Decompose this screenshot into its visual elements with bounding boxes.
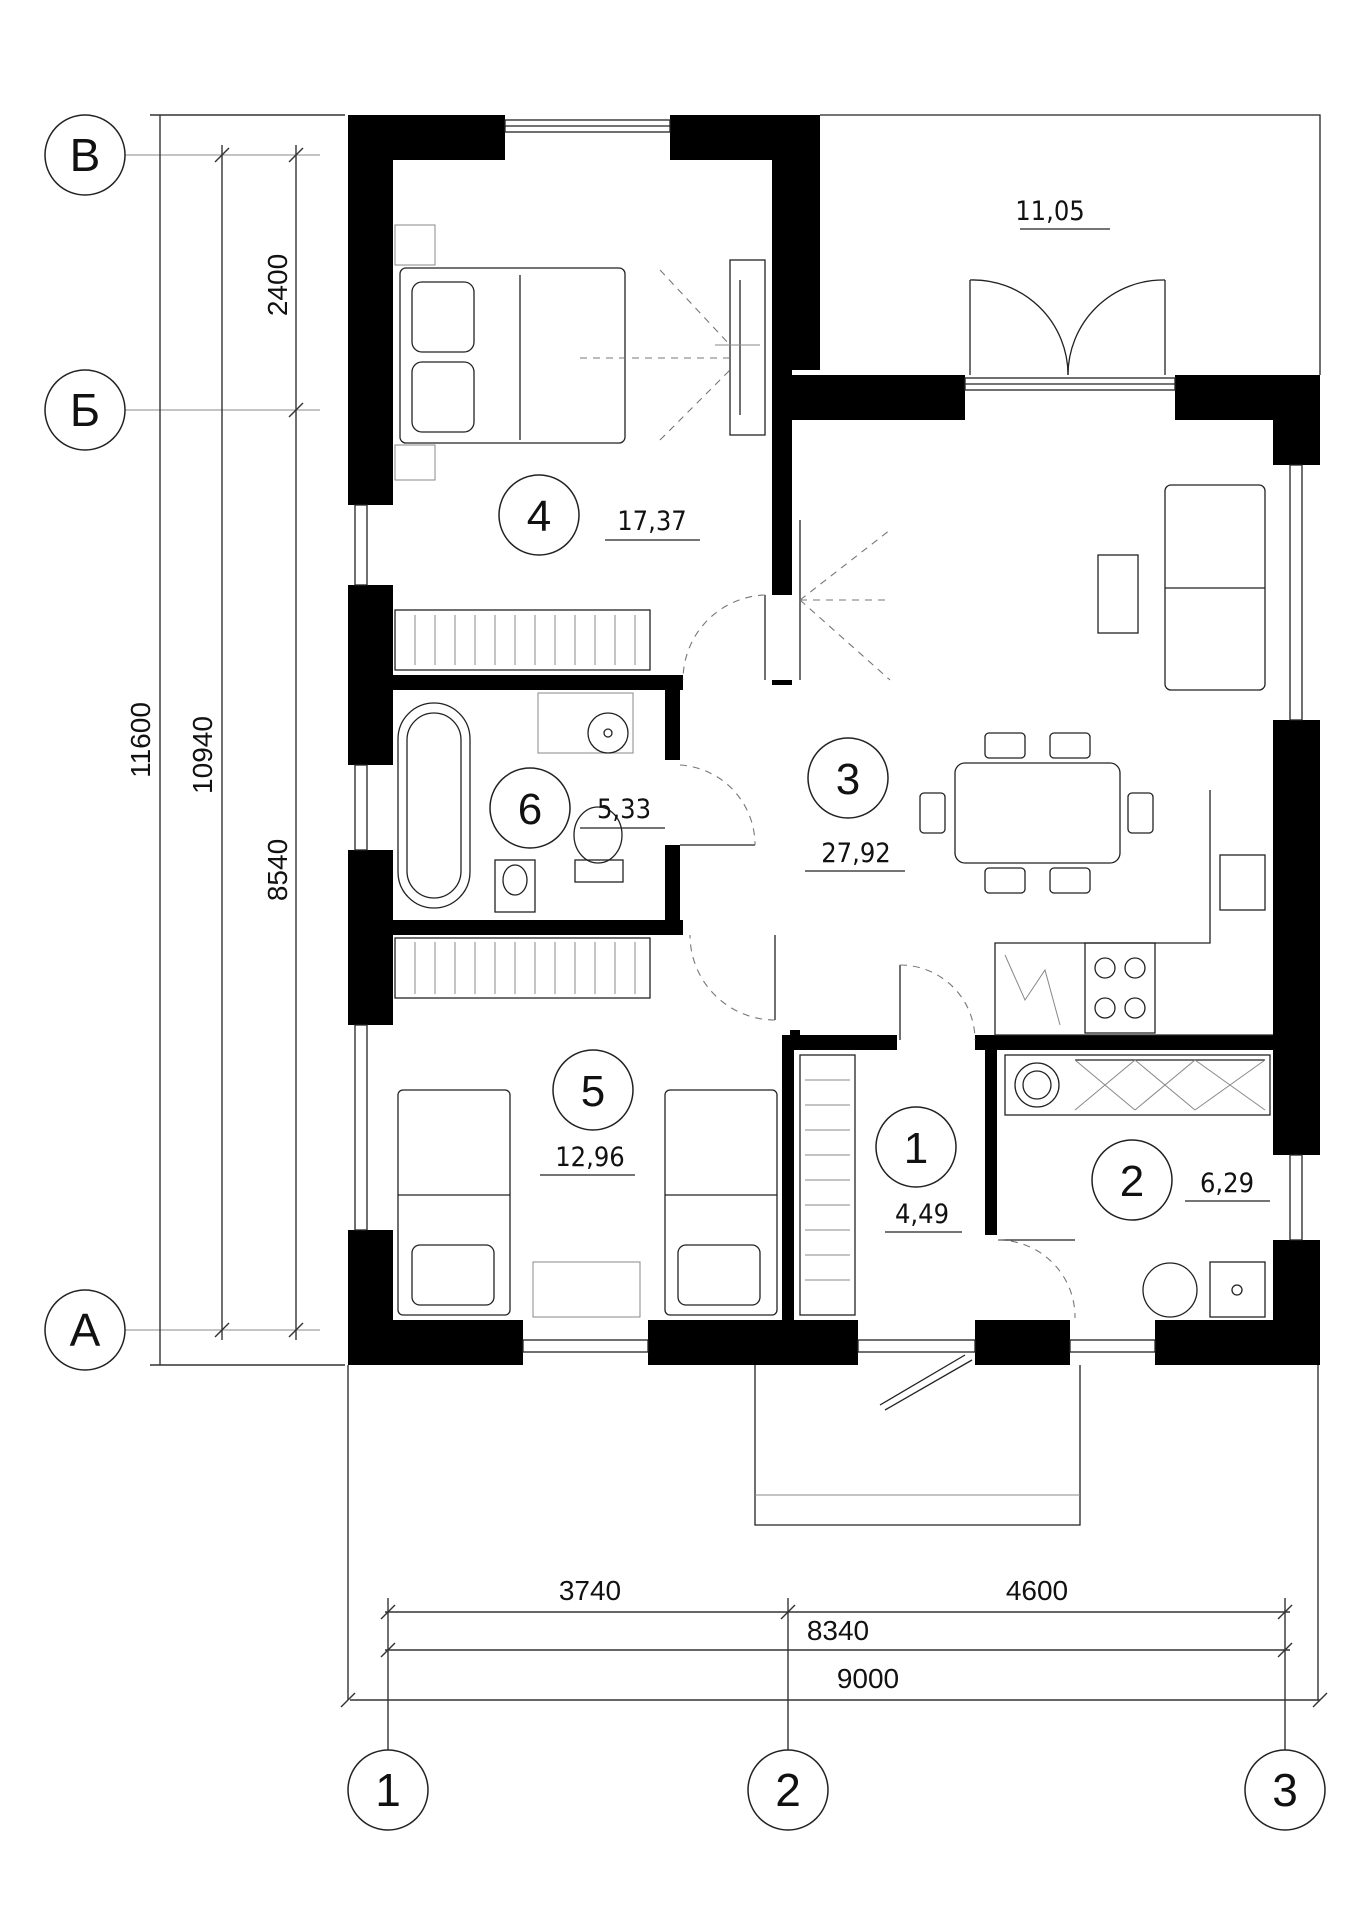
axis-marker-b (44, 369, 126, 451)
walls (348, 115, 1320, 1365)
room-5-marker (552, 1049, 634, 1131)
wardrobe-lines-4 (414, 615, 636, 665)
column-axes: 1 2 3 (347, 1749, 1326, 1831)
horizontal-dimensions: 3740 4600 8340 9000 (340, 1575, 1328, 1750)
room-3-area: 27,92 (821, 838, 891, 869)
dimension-4600: 4600 (1006, 1575, 1068, 1606)
windows (354, 119, 1303, 1353)
furniture (394, 224, 1273, 1318)
dimension-8540: 8540 (262, 839, 293, 901)
axis-label-a: А (70, 1304, 101, 1356)
room-1-area: 4,49 (895, 1199, 949, 1230)
axis-label-v: В (70, 129, 101, 181)
axis-marker-3 (1244, 1749, 1326, 1831)
room-3-marker (807, 737, 889, 819)
room-6-number: 6 (518, 785, 542, 834)
room-6-area: 5,33 (597, 794, 651, 825)
axis-label-3: 3 (1272, 1764, 1298, 1816)
dimension-3740: 3740 (559, 1575, 621, 1606)
dimension-8340: 8340 (807, 1615, 869, 1646)
row-axes: В Б А (44, 114, 320, 1371)
axis-marker-1 (347, 1749, 429, 1831)
room-1-marker (875, 1106, 957, 1188)
dimension-9000: 9000 (837, 1663, 899, 1694)
axis-label-1: 1 (375, 1764, 401, 1816)
room-6-marker (489, 767, 571, 849)
axis-marker-v (44, 114, 126, 196)
axis-marker-a (44, 1289, 126, 1371)
dimension-10940: 10940 (187, 716, 218, 794)
dimension-2400: 2400 (262, 254, 293, 316)
room-labels: 4 17,37 11,05 6 5,33 3 27,92 5 12,96 1 4… (489, 196, 1270, 1233)
room-3-number: 3 (836, 755, 860, 804)
terrace-area: 11,05 (1015, 196, 1085, 227)
dimension-11600: 11600 (125, 702, 156, 778)
vertical-dimensions: 11600 10940 2400 8540 (125, 114, 345, 1366)
room-4-area: 17,37 (617, 506, 687, 537)
terrace-outline (347, 114, 1321, 1700)
room-5-area: 12,96 (555, 1142, 625, 1173)
room-2-area: 6,29 (1200, 1168, 1254, 1199)
axis-label-2: 2 (775, 1764, 801, 1816)
doors (679, 279, 1166, 1411)
room-4-number: 4 (527, 492, 551, 541)
room-2-marker (1091, 1139, 1173, 1221)
room-4-marker (498, 474, 580, 556)
axis-marker-2 (747, 1749, 829, 1831)
room-2-number: 2 (1120, 1157, 1144, 1206)
wardrobe-lines-5 (414, 942, 636, 994)
room-1-number: 1 (904, 1124, 928, 1173)
corridor-wardrobe-lines (805, 1079, 850, 1281)
axis-label-b: Б (70, 384, 100, 436)
room-5-number: 5 (581, 1067, 605, 1116)
